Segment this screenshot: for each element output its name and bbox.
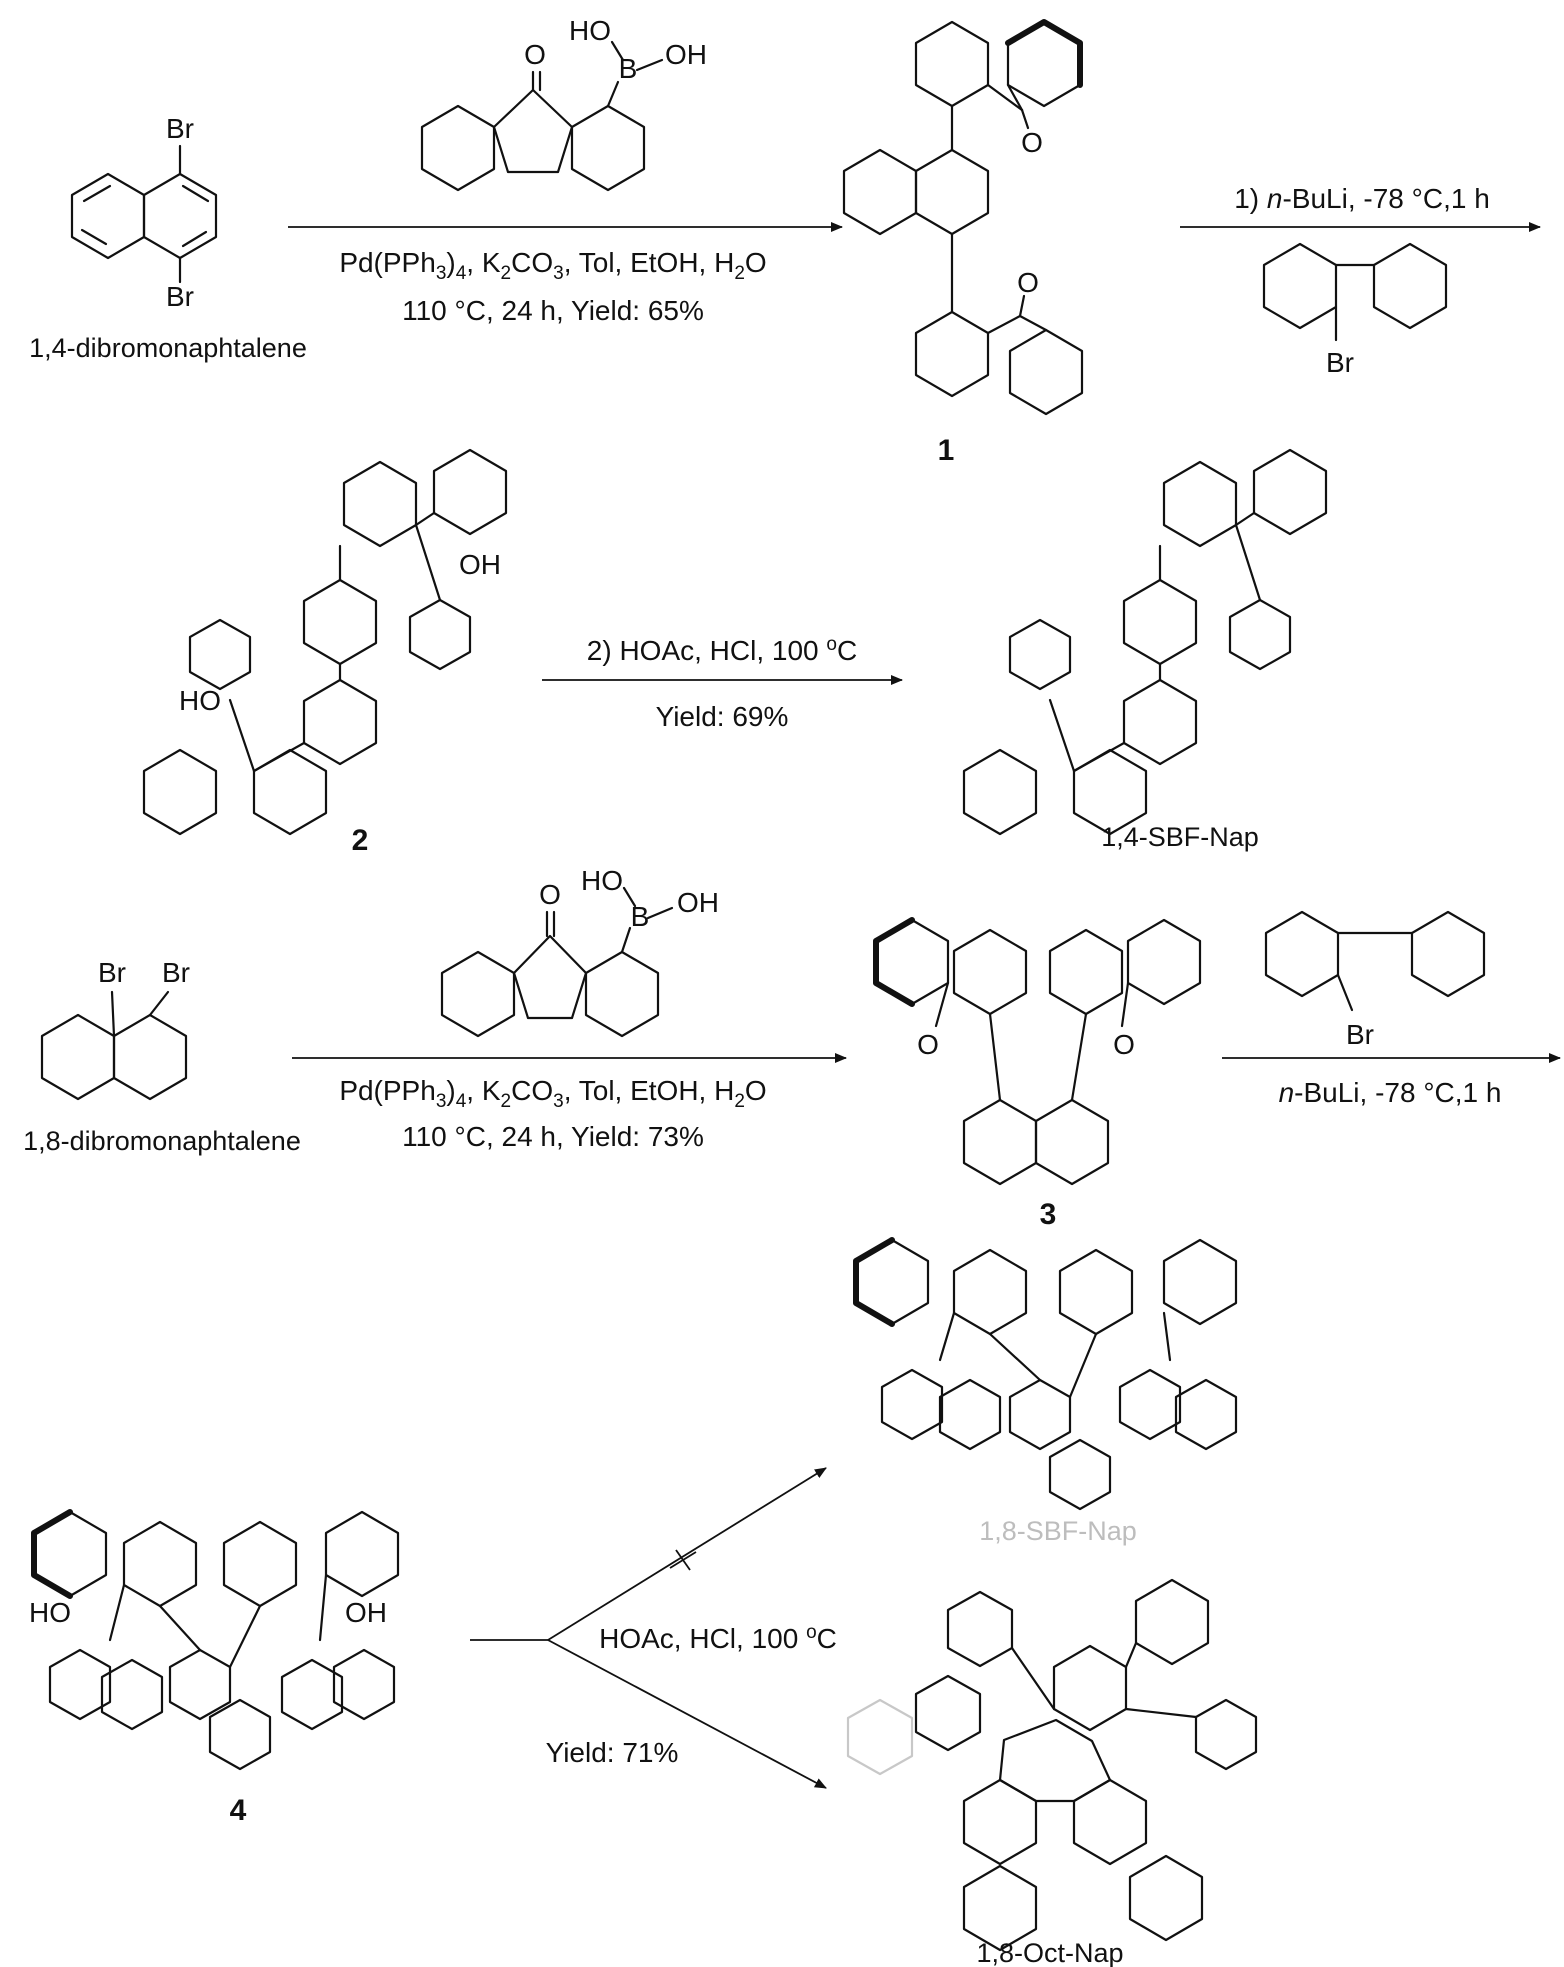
hydroxyl-group: HO (179, 685, 221, 716)
step-4-conditions: Pd(PPh3)4, K2CO3, Tol, EtOH, H2O (339, 1075, 766, 1112)
hydroxyl-group: HO (581, 865, 623, 896)
oxygen-atom: O (539, 879, 561, 910)
step-1-temperature-yield: 110 °C, 24 h, Yield: 65% (402, 295, 704, 326)
compound-label-1-8-sbf-nap: 1,8-SBF-Nap (979, 1516, 1137, 1546)
step-3-yield: Yield: 69% (656, 701, 789, 732)
sbf-1-4-nap-structure (962, 448, 1328, 836)
compound-3-structure (873, 917, 1202, 1186)
step-6-conditions: HOAc, HCl, 100 oC (599, 1622, 837, 1654)
dibromonaphthalene-1-4-structure (70, 144, 218, 284)
bromobiphenyl-structure (1262, 242, 1448, 342)
hydroxyl-group: HO (569, 15, 611, 46)
reaction-arrow-step-6-blocked-branch (547, 1467, 827, 1641)
compound-label-1-8-oct-nap: 1,8-Oct-Nap (976, 1938, 1123, 1967)
dibromonaphthalene-1-8-structure (40, 990, 188, 1101)
hydroxyl-group: HO (29, 1597, 71, 1628)
step-2-conditions: 1) n-BuLi, -78 °C,1 h (1234, 183, 1490, 214)
compound-4-structure (31, 1509, 400, 1771)
bromine-atom: Br (166, 281, 194, 312)
fluorenone-boronic-acid-structure (420, 40, 664, 192)
oxygen-atom: O (1021, 127, 1043, 158)
bromine-atom: Br (1346, 1019, 1374, 1050)
compound-label-1-8-dibromonaphtalene: 1,8-dibromonaphtalene (23, 1126, 301, 1156)
fluorenone-boronic-acid-structure (440, 886, 674, 1038)
oxygen-atom: O (917, 1029, 939, 1060)
bromine-atom: Br (98, 957, 126, 988)
hydroxyl-group: OH (677, 887, 719, 918)
step-3-conditions: 2) HOAc, HCl, 100 oC (587, 634, 857, 666)
step-4-temperature-yield: 110 °C, 24 h, Yield: 73% (402, 1121, 704, 1152)
compound-number-2: 2 (352, 824, 369, 857)
step-5-conditions: n-BuLi, -78 °C,1 h (1279, 1077, 1502, 1108)
bromine-atom: Br (162, 957, 190, 988)
reaction-arrow-step-6-product-branch (547, 1639, 827, 1789)
bromobiphenyl-structure (1264, 910, 1486, 1012)
compound-number-4: 4 (230, 1794, 247, 1827)
hydroxyl-group: OH (345, 1597, 387, 1628)
compound-label-1-4-sbf-nap: 1,4-SBF-Nap (1101, 822, 1259, 852)
oxygen-atom: O (1113, 1029, 1135, 1060)
oct-nap-1-8-structure (846, 1578, 1258, 1952)
sbf-1-8-nap-structure (853, 1237, 1238, 1511)
compound-2-structure (142, 448, 508, 836)
step-1-conditions: Pd(PPh3)4, K2CO3, Tol, EtOH, H2O (339, 247, 766, 284)
compound-number-1: 1 (938, 434, 955, 467)
bromine-atom: Br (1326, 347, 1354, 378)
bromine-atom: Br (166, 113, 194, 144)
compound-1-structure (842, 19, 1084, 416)
compound-number-3: 3 (1040, 1198, 1057, 1231)
reaction-blocked-cross-icon (669, 1549, 697, 1571)
oxygen-atom: O (524, 39, 546, 70)
hydroxyl-group: OH (459, 549, 501, 580)
oxygen-atom: O (1017, 267, 1039, 298)
hydroxyl-group: OH (665, 39, 707, 70)
compound-label-1-4-dibromonaphtalene: 1,4-dibromonaphtalene (29, 333, 307, 363)
boron-atom: B (631, 901, 650, 932)
step-6-yield: Yield: 71% (546, 1737, 679, 1768)
boron-atom: B (619, 53, 638, 84)
